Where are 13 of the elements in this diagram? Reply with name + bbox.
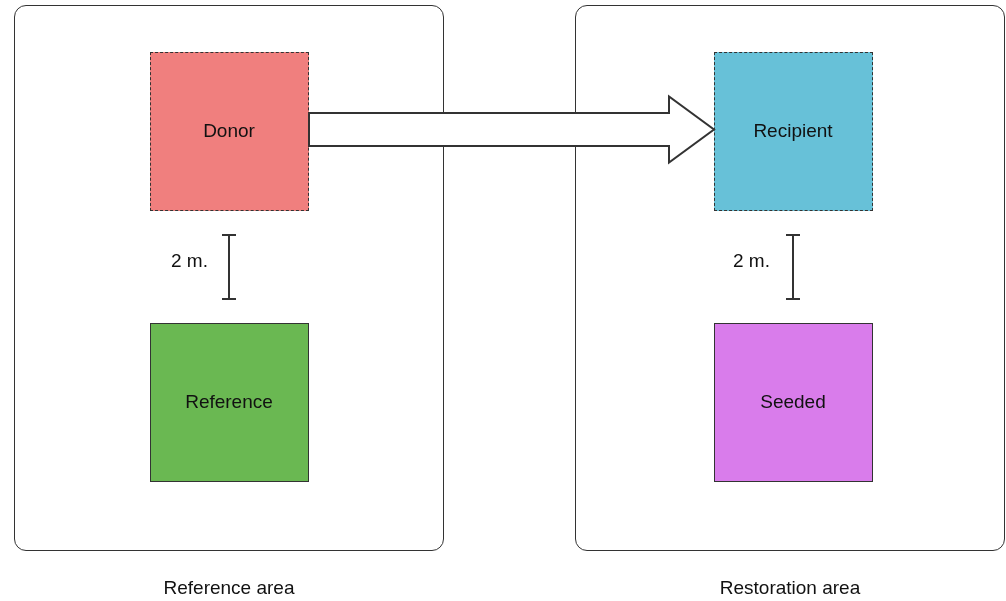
plot-label: Seeded [760,391,826,413]
plot-square [149,51,309,211]
area-heading: Restoration area [719,577,861,598]
plot-label: Recipient [753,120,833,142]
area-heading: Reference area [163,577,295,598]
plot-label: Reference [185,391,273,413]
distance-label: 2 m. [171,250,208,272]
block-arrow [308,94,716,165]
plot-square [149,322,309,482]
distance-label: 2 m. [733,250,770,272]
plot-square [713,51,873,211]
plot-square [713,322,873,482]
plot-label: Donor [203,120,255,142]
